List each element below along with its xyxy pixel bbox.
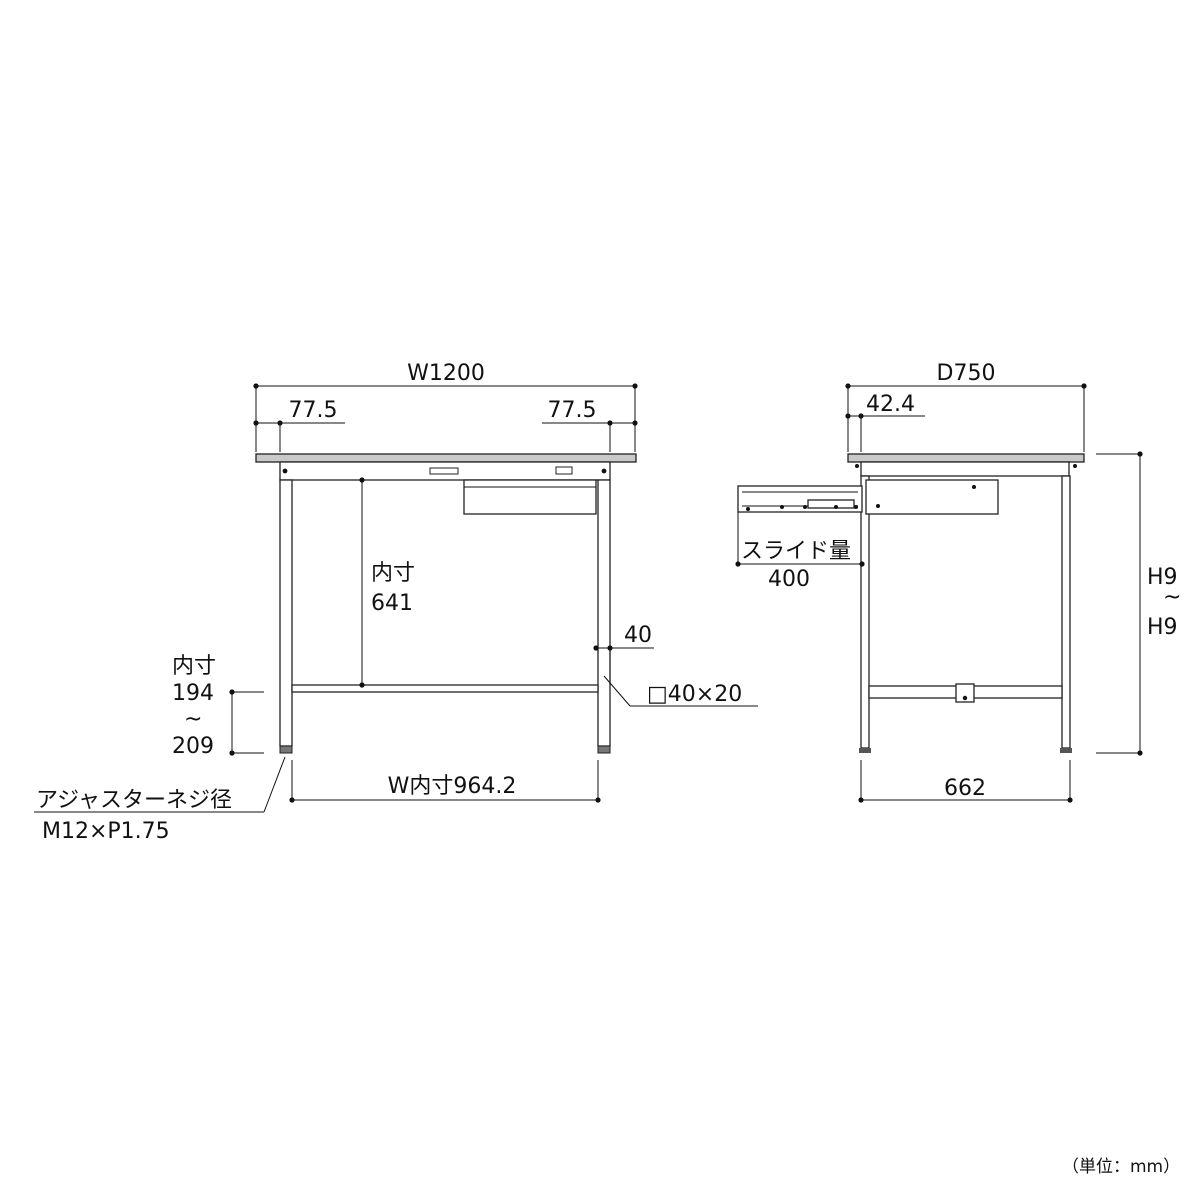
pipe-size-callout: □40×20 bbox=[603, 675, 758, 707]
slide-amount-value: 400 bbox=[768, 567, 810, 592]
inner-width-label: W内寸964.2 bbox=[388, 774, 517, 799]
right-offset-label: 77.5 bbox=[548, 398, 597, 423]
lower-beam bbox=[291, 684, 599, 693]
width-label: W1200 bbox=[407, 361, 485, 386]
height-top-label: H9 bbox=[1147, 565, 1178, 590]
foot-range-title: 内寸 bbox=[172, 654, 216, 679]
depth-dimension: D750 bbox=[845, 361, 1087, 452]
right-foot bbox=[597, 745, 611, 754]
right-leg bbox=[597, 479, 611, 747]
side-front-leg bbox=[860, 475, 870, 749]
leg-span-label: 662 bbox=[944, 776, 986, 801]
height-bottom-label: H9 bbox=[1147, 615, 1178, 640]
side-frame bbox=[860, 461, 1070, 477]
adjuster-callout: アジャスターネジ径 M12×P1.75 bbox=[34, 756, 286, 844]
front-view: W1200 77.5 77.5 bbox=[34, 361, 758, 844]
adjuster-value: M12×P1.75 bbox=[42, 819, 170, 844]
adjuster-title: アジャスターネジ径 bbox=[36, 788, 232, 813]
side-view: D750 42.4 bbox=[735, 361, 1181, 803]
left-foot bbox=[279, 745, 293, 754]
foot-range-dimension: 内寸 194 ~ 209 bbox=[172, 654, 264, 759]
table-top bbox=[255, 453, 637, 463]
inner-height-value: 641 bbox=[371, 591, 413, 616]
depth-label: D750 bbox=[937, 361, 996, 386]
slide-amount-dimension: スライド量 400 bbox=[735, 512, 865, 592]
left-offset-dimension: 77.5 bbox=[253, 398, 345, 452]
foot-range-max: 209 bbox=[172, 734, 214, 759]
slide-rail-inner bbox=[807, 499, 855, 509]
slide-amount-title: スライド量 bbox=[741, 539, 851, 564]
side-rear-foot bbox=[1060, 748, 1072, 753]
label-plate-right bbox=[555, 466, 573, 475]
foot-range-tilde: ~ bbox=[184, 707, 202, 732]
foot-range-min: 194 bbox=[172, 681, 214, 706]
front-offset-dimension: 42.4 bbox=[845, 392, 925, 452]
leg-span-dimension: 662 bbox=[858, 760, 1073, 803]
side-drawer bbox=[865, 479, 999, 515]
drawer bbox=[463, 479, 597, 515]
height-tilde: ~ bbox=[1163, 585, 1181, 610]
height-dimension: H9 ~ H9 bbox=[1096, 451, 1181, 756]
width-dimension: W1200 bbox=[253, 361, 638, 452]
unit-note: （単位：mm） bbox=[1062, 1157, 1180, 1177]
left-leg bbox=[279, 479, 293, 747]
beam-height-dimension: 40 bbox=[593, 623, 654, 685]
inner-height-dimension: 内寸 641 bbox=[359, 477, 415, 688]
front-offset-label: 42.4 bbox=[866, 392, 915, 417]
side-front-foot bbox=[859, 748, 871, 753]
side-table-top bbox=[847, 453, 1085, 463]
beam-height-label: 40 bbox=[624, 623, 652, 648]
slide-rail bbox=[737, 485, 863, 513]
right-offset-dimension: 77.5 bbox=[542, 398, 638, 452]
left-offset-label: 77.5 bbox=[289, 398, 338, 423]
side-beam-bracket bbox=[955, 683, 975, 703]
inner-width-dimension: W内寸964.2 bbox=[289, 760, 601, 803]
side-rear-leg bbox=[1061, 475, 1071, 749]
pipe-size-label: □40×20 bbox=[647, 682, 742, 707]
inner-height-title: 内寸 bbox=[371, 561, 415, 586]
label-plate-left bbox=[429, 467, 459, 475]
